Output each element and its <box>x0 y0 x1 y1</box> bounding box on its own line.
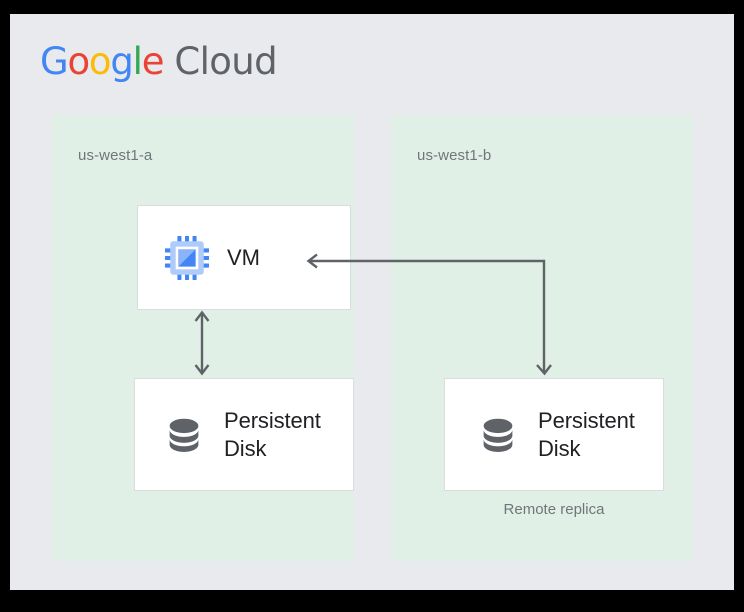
logo-letter-o1: o <box>67 40 90 83</box>
node-persistent-disk-b[interactable]: Persistent Disk <box>444 378 664 491</box>
logo-letter-g2: g <box>110 40 134 83</box>
zone-panel-us-west1-b: us-west1-b Persistent Disk Remote replic… <box>391 115 693 561</box>
database-disk-icon <box>169 418 199 452</box>
database-disk-icon <box>483 418 513 452</box>
zone-label-us-west1-b: us-west1-b <box>417 147 492 164</box>
node-persistent-disk-a-label: Persistent Disk <box>224 407 321 461</box>
node-vm[interactable]: VM <box>137 205 351 310</box>
node-vm-content: VM <box>138 235 260 281</box>
node-persistent-disk-b-label: Persistent Disk <box>538 407 635 461</box>
node-persistent-disk-a[interactable]: Persistent Disk <box>134 378 354 491</box>
zone-label-us-west1-a: us-west1-a <box>78 147 153 164</box>
cpu-chip-icon <box>164 235 210 280</box>
zone-panel-us-west1-a: us-west1-a <box>52 115 354 561</box>
node-vm-label: VM <box>227 244 260 270</box>
remote-replica-caption: Remote replica <box>503 501 605 518</box>
google-cloud-logo: Google Cloud <box>40 40 278 84</box>
cloud-wordmark: Cloud <box>174 40 278 83</box>
diagram-canvas: Google Cloud us-west1-a <box>10 14 734 590</box>
logo-letter-l: l <box>132 40 143 83</box>
logo-letter-g: G <box>40 40 69 83</box>
node-persistent-disk-a-content: Persistent Disk <box>135 407 321 462</box>
logo-letter-o2: o <box>88 40 112 83</box>
node-persistent-disk-b-content: Persistent Disk <box>445 407 635 462</box>
logo-letter-e: e <box>141 40 165 83</box>
google-wordmark: Google <box>40 40 165 84</box>
